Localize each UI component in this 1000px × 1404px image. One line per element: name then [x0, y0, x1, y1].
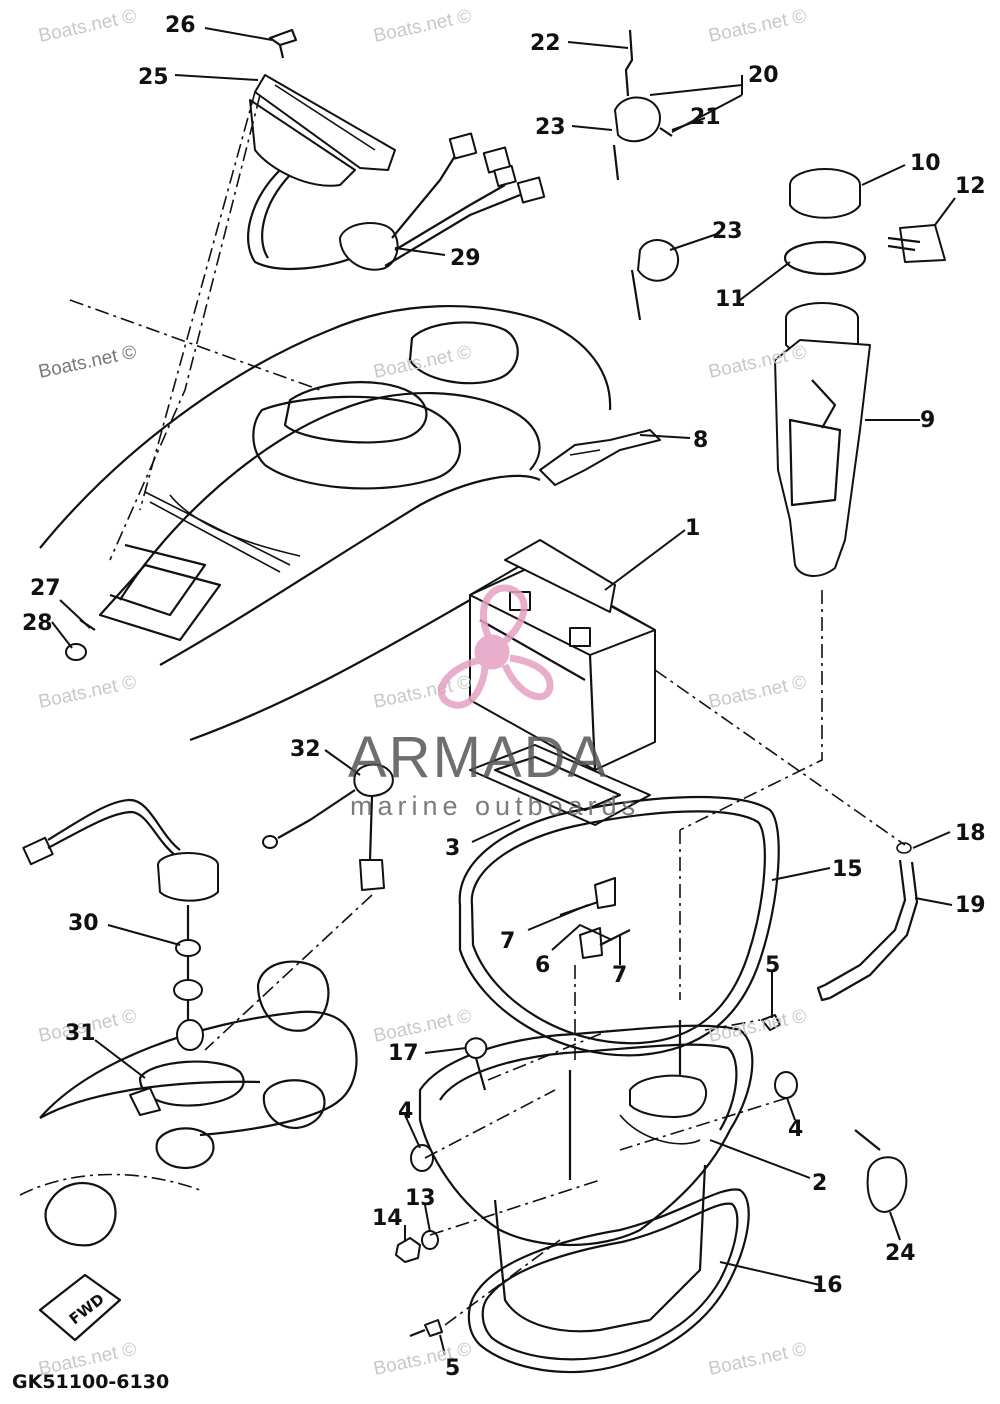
brand-tagline: marine outboards	[350, 791, 640, 821]
callout-31: 31	[65, 1021, 96, 1046]
callout-10: 10	[910, 151, 941, 176]
hull-deck-outline	[39, 304, 612, 742]
fuel-sender-unit	[22, 763, 394, 1116]
callout-23b: 23	[712, 219, 743, 244]
watermarks: Boats.net © Boats.net © Boats.net © Boat…	[37, 6, 809, 1380]
armada-logo: ARMADA marine outboards	[348, 584, 640, 821]
watermark-text: Boats.net ©	[37, 6, 139, 47]
watermark-text: Boats.net ©	[37, 672, 139, 713]
watermark-text: Boats.net ©	[707, 672, 809, 713]
callout-25: 25	[138, 65, 169, 90]
callout-6: 6	[535, 953, 550, 978]
callout-27: 27	[30, 576, 61, 601]
callout-11: 11	[715, 287, 746, 312]
bracket	[539, 429, 661, 486]
callout-13: 13	[405, 1186, 436, 1211]
callout-16: 16	[812, 1273, 843, 1298]
callout-5b: 5	[445, 1356, 460, 1381]
cable-band	[854, 1129, 908, 1213]
watermark-text: Boats.net ©	[37, 342, 139, 383]
callout-22: 22	[530, 31, 561, 56]
watermark-text: Boats.net ©	[372, 342, 474, 383]
callout-15: 15	[832, 857, 863, 882]
hose-clip-assembly	[612, 29, 680, 321]
diagram-code: GK51100-6130	[12, 1371, 169, 1393]
watermark-text: Boats.net ©	[372, 6, 474, 47]
callout-21: 21	[690, 105, 721, 130]
callout-28: 28	[22, 611, 53, 636]
callout-7b: 7	[612, 963, 627, 988]
callout-labels: 26 25 22 20 21 23 10 12 23 29 11 9 8 1 2…	[22, 13, 986, 1381]
leader-lines	[51, 27, 956, 1356]
callout-12: 12	[955, 174, 986, 199]
callout-4b: 4	[788, 1117, 803, 1142]
filler-neck	[774, 168, 946, 577]
callout-4a: 4	[398, 1099, 413, 1124]
watermark-text: Boats.net ©	[707, 6, 809, 47]
watermark-text: Boats.net ©	[707, 1006, 809, 1047]
watermark-text: Boats.net ©	[707, 1339, 809, 1380]
brand-name: ARMADA	[348, 725, 608, 790]
callout-14: 14	[372, 1206, 403, 1231]
callout-5a: 5	[765, 953, 780, 978]
callout-2: 2	[812, 1171, 827, 1196]
propeller-logo-icon	[437, 584, 554, 709]
callout-7a: 7	[500, 929, 515, 954]
fasteners	[395, 842, 912, 1338]
callout-18: 18	[955, 821, 986, 846]
callout-23a: 23	[535, 115, 566, 140]
callout-19: 19	[955, 893, 986, 918]
wire-harness	[247, 132, 546, 271]
callout-20: 20	[748, 63, 779, 88]
callout-32: 32	[290, 737, 321, 762]
callout-1: 1	[685, 516, 700, 541]
callout-29: 29	[450, 246, 481, 271]
callout-3: 3	[445, 836, 460, 861]
callout-26: 26	[165, 13, 196, 38]
drain-plug	[65, 619, 96, 661]
fwd-mark: FWD	[66, 1290, 108, 1328]
callout-24: 24	[885, 1241, 916, 1266]
callout-8: 8	[693, 428, 708, 453]
battery-box-gasket	[467, 1188, 750, 1374]
battery-box	[418, 1020, 754, 1333]
watermark-text: Boats.net ©	[372, 1006, 474, 1047]
vent-hose	[816, 859, 919, 1002]
fuel-tank-outline: FWD	[19, 960, 358, 1342]
meter-box	[249, 28, 396, 187]
reference-lines	[69, 91, 906, 1326]
callout-9: 9	[920, 408, 935, 433]
callout-30: 30	[68, 911, 99, 936]
battery-band	[458, 795, 780, 1057]
callout-17: 17	[388, 1041, 419, 1066]
